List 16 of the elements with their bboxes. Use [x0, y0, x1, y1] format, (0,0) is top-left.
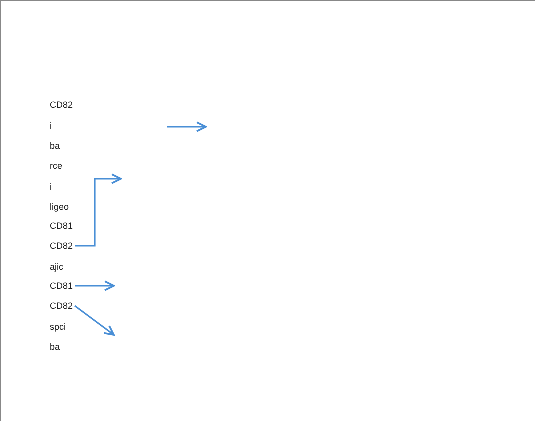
row-label: CD82: [50, 239, 75, 253]
row-label: i: [50, 180, 75, 194]
row-label: ba: [50, 139, 75, 153]
row-label: ba: [50, 340, 75, 354]
row-label: ajic: [50, 260, 75, 274]
row-label: i: [50, 119, 75, 133]
row-label: CD81: [50, 219, 75, 233]
arrow: [75, 174, 122, 247]
row-label: CD81: [50, 279, 75, 293]
row-label: spci: [50, 320, 75, 334]
row-label: CD82: [50, 299, 75, 313]
arrow: [74, 305, 115, 336]
arrow: [75, 280, 115, 292]
row-label: CD82: [50, 98, 75, 112]
row-label: rce: [50, 159, 75, 173]
row-label: ligeo: [50, 200, 75, 214]
